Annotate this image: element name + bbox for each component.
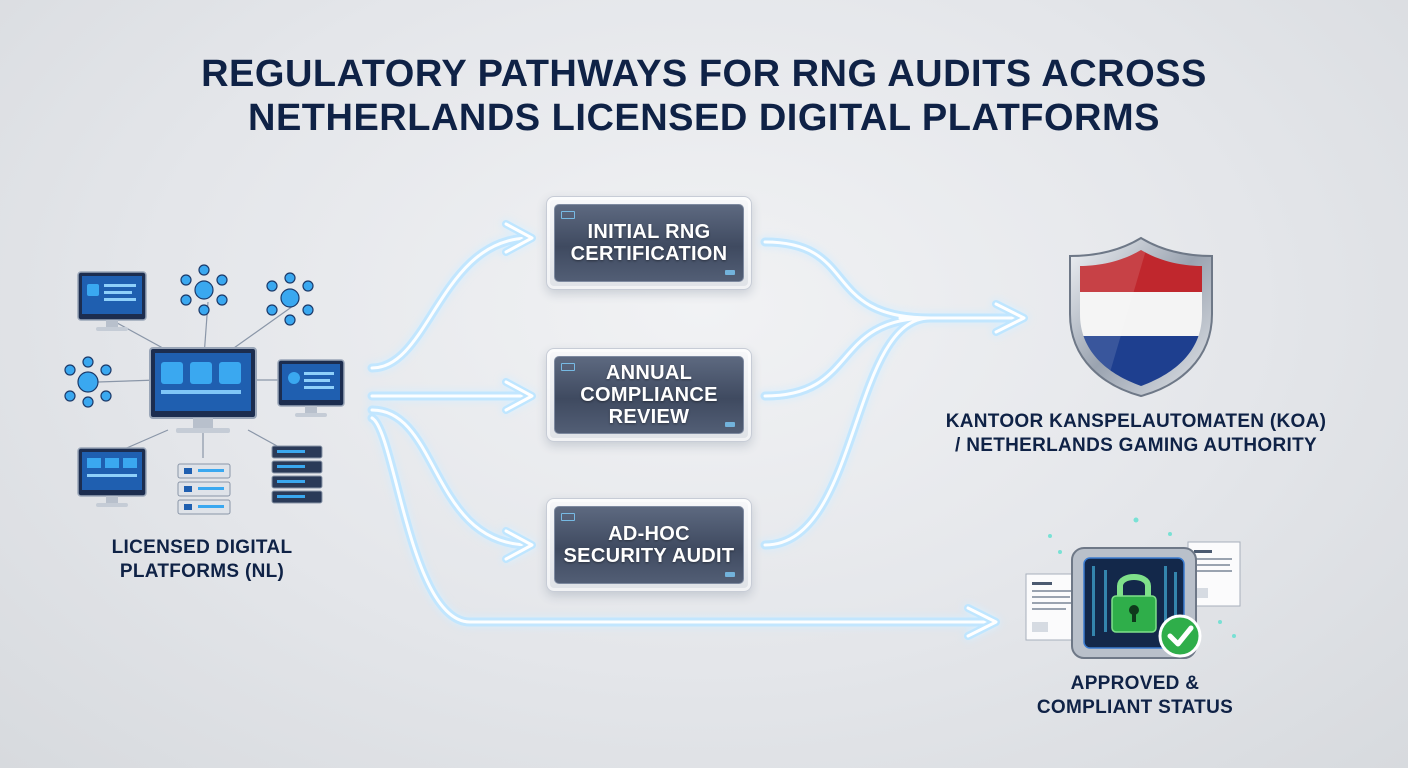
checkmark-icon [1158, 614, 1202, 658]
monitor-icon [149, 347, 257, 433]
network-icon [180, 264, 228, 316]
source-label: LICENSED DIGITAL PLATFORMS (NL) [111, 537, 293, 582]
title-line-1: REGULATORY PATHWAYS FOR RNG AUDITS ACROS… [201, 53, 1207, 95]
monitor-icon [77, 271, 147, 331]
network-icon [64, 356, 112, 408]
server-icon [177, 463, 231, 515]
stage-panel [554, 204, 744, 282]
network-icon [266, 272, 314, 326]
page-title: REGULATORY PATHWAYS FOR RNG AUDITS ACROS… [104, 52, 1304, 140]
stage-adhoc-audit: AD-HOC SECURITY AUDIT [546, 498, 752, 592]
stage-initial-certification: INITIAL RNG CERTIFICATION [546, 196, 752, 290]
stage-adhoc-label: AD-HOC SECURITY AUDIT [563, 523, 735, 567]
stage-initial-label: INITIAL RNG CERTIFICATION [570, 221, 728, 265]
flow-initial-merge [760, 237, 935, 323]
authority-label: KANTOOR KANSPELAUTOMATEN (KOA) / NETHERL… [945, 411, 1327, 456]
padlock-icon [1111, 574, 1157, 633]
server-icon [271, 445, 323, 504]
title-line-2: NETHERLANDS LICENSED DIGITAL PLATFORMS [248, 97, 1160, 139]
stage-annual-review: ANNUAL COMPLIANCE REVIEW [546, 348, 752, 442]
approved-vault-icon [1025, 517, 1241, 659]
outcome-label: APPROVED & COMPLIANT STATUS [1036, 673, 1234, 718]
stage-panel [554, 506, 744, 584]
monitor-icon [277, 359, 345, 417]
monitor-icon [77, 447, 147, 507]
platforms-cluster [64, 264, 345, 515]
stage-panel [554, 356, 744, 434]
flow-to-initial [367, 233, 535, 373]
stage-annual-label: ANNUAL COMPLIANCE REVIEW [580, 362, 718, 428]
shield-icon [1069, 236, 1213, 398]
